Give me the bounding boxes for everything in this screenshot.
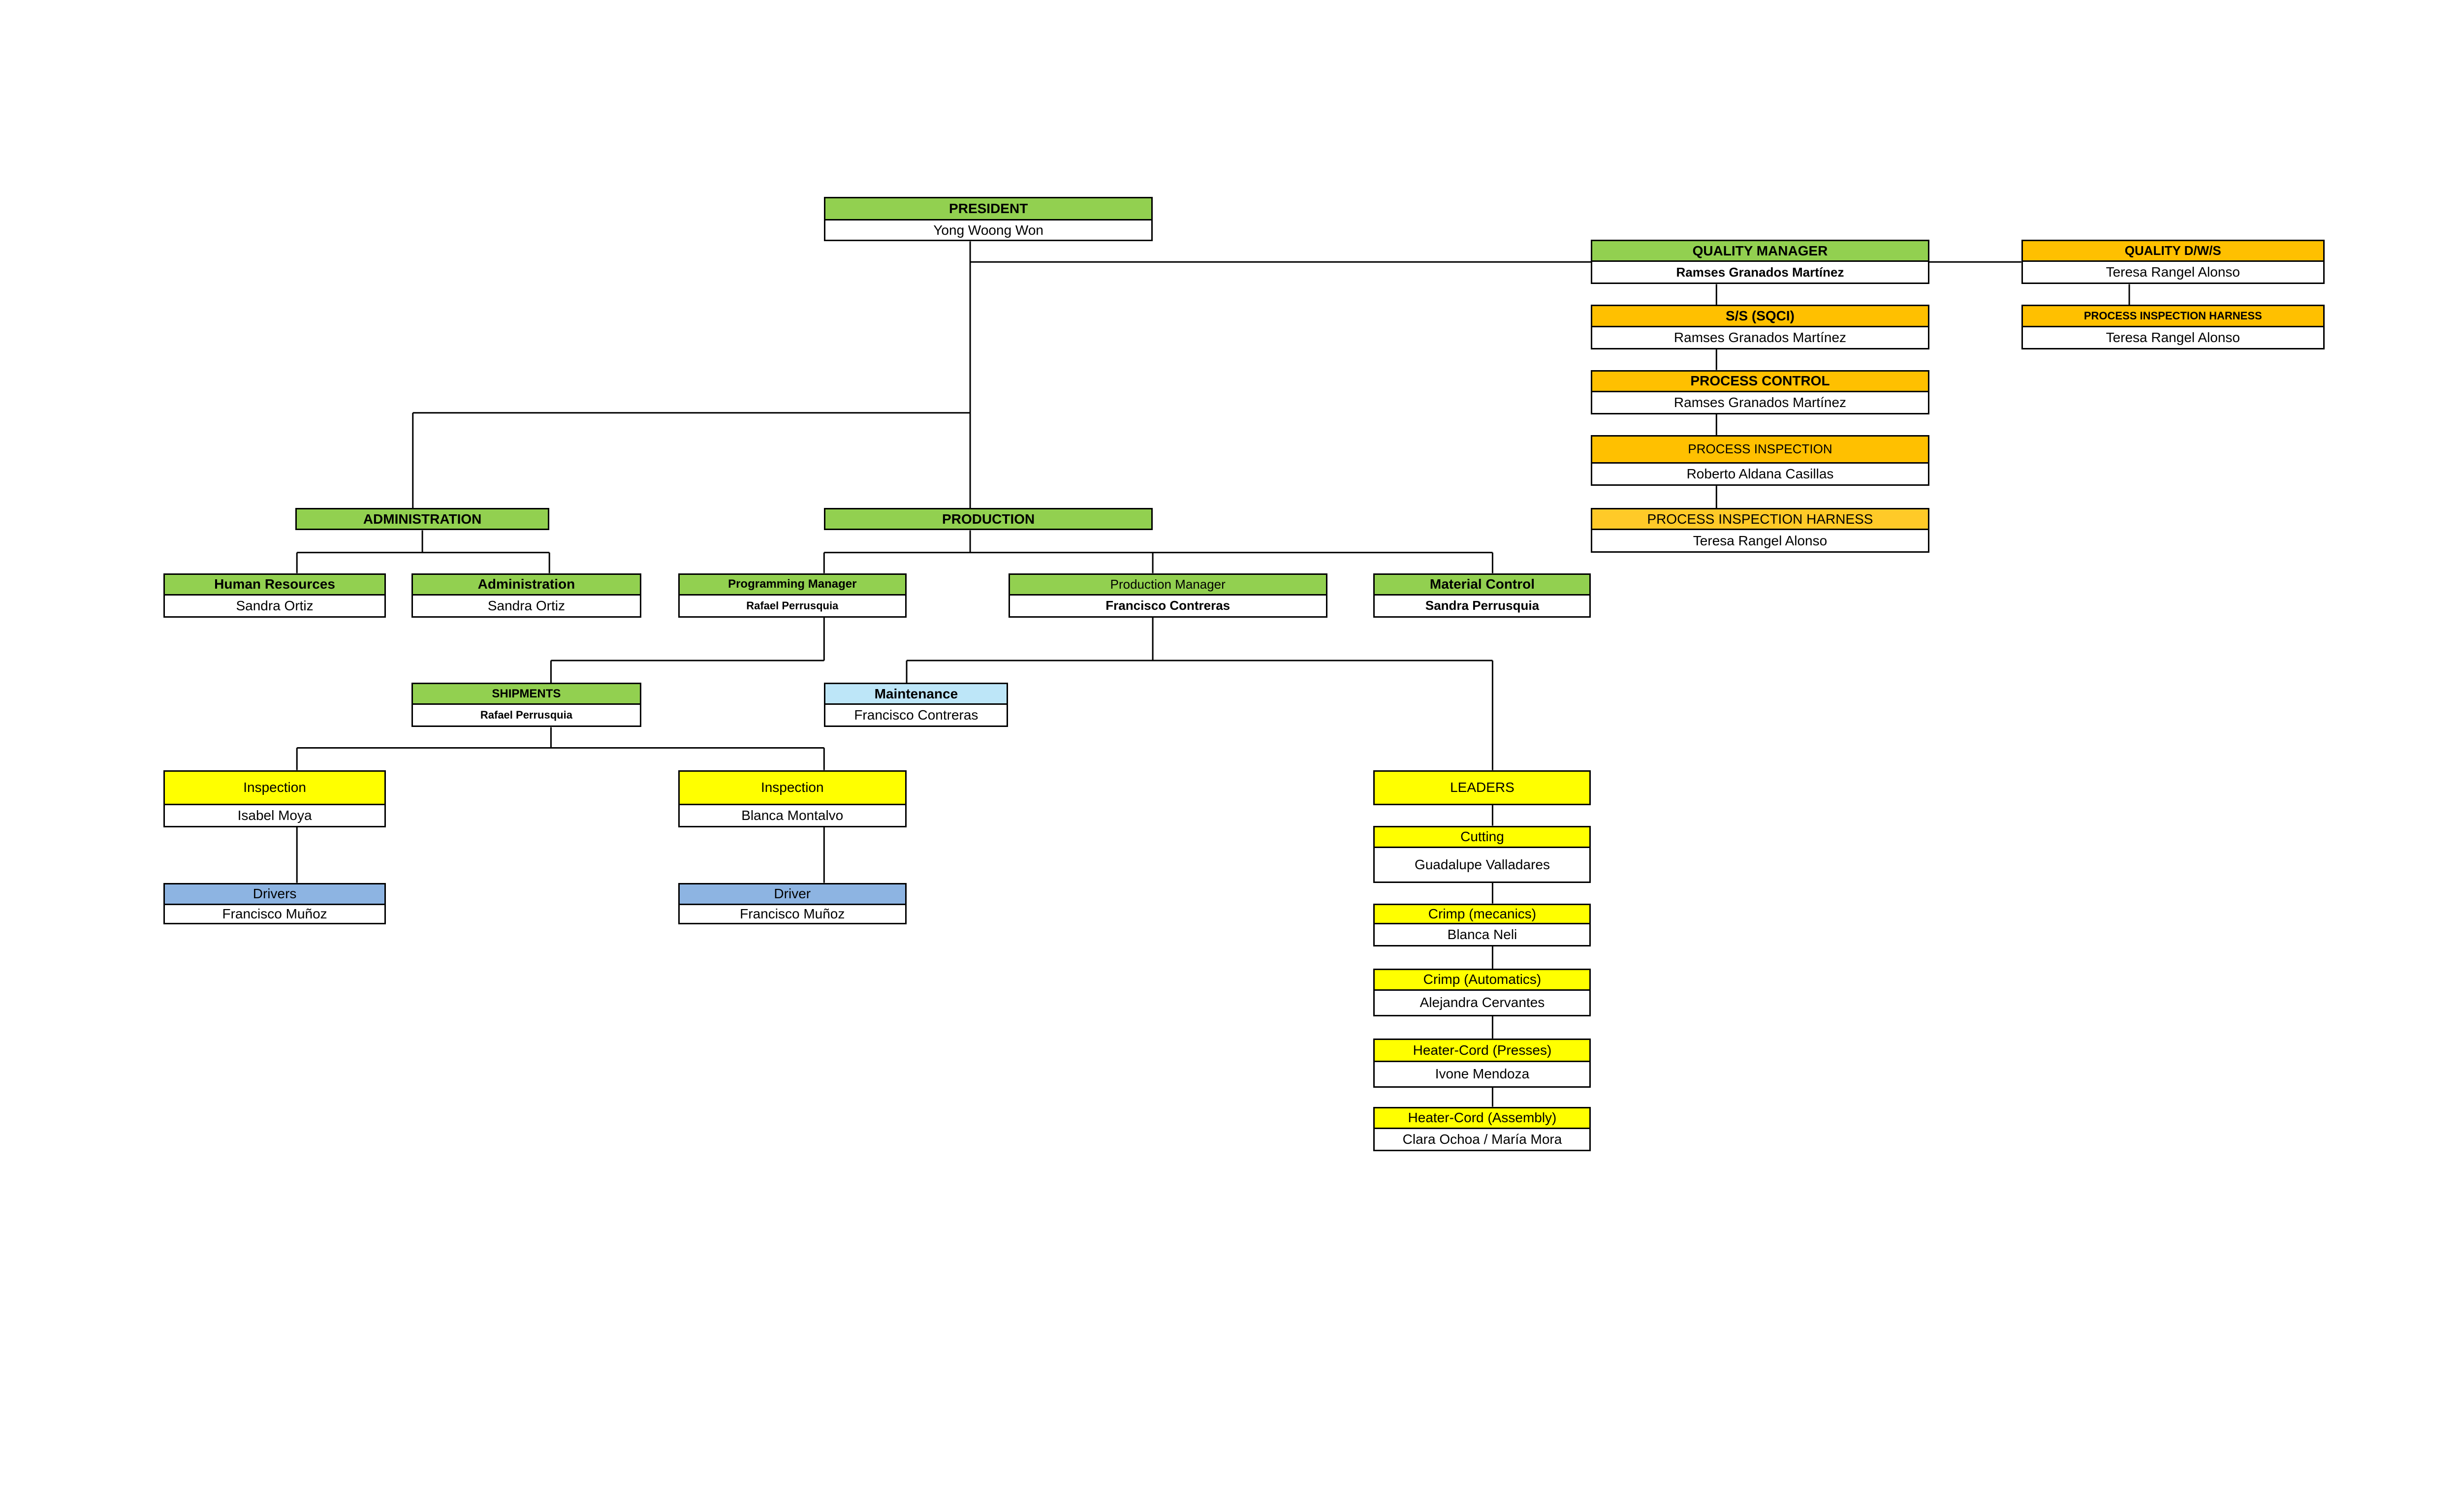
- node-title: Crimp (Automatics): [1373, 968, 1591, 991]
- node-ss-sqci: S/S (SQCI)Ramses Granados Martínez: [1591, 305, 1929, 349]
- node-person: Blanca Neli: [1373, 924, 1591, 946]
- node-title: Human Resources: [163, 573, 386, 596]
- node-title: Maintenance: [824, 683, 1009, 705]
- node-person: Clara Ochoa / María Mora: [1373, 1129, 1591, 1151]
- node-person: Rafael Perrusquia: [678, 595, 907, 618]
- node-person: Ramses Granados Martínez: [1591, 392, 1929, 414]
- node-title: Inspection: [678, 770, 907, 805]
- node-administration: ADMINISTRATION: [295, 508, 550, 531]
- node-person: Sandra Perrusquia: [1373, 595, 1591, 618]
- node-title: QUALITY D/W/S: [2021, 240, 2325, 262]
- node-leaders: LEADERS: [1373, 770, 1591, 805]
- node-title: SHIPMENTS: [411, 683, 642, 705]
- node-title: PROCESS INSPECTION HARNESS: [1591, 508, 1929, 531]
- node-person: Rafael Perrusquia: [411, 705, 642, 727]
- node-title: Heater-Cord (Presses): [1373, 1038, 1591, 1063]
- node-person: Alejandra Cervantes: [1373, 991, 1591, 1016]
- node-title: Driver: [678, 882, 907, 905]
- node-title: ADMINISTRATION: [295, 508, 550, 531]
- node-person: Teresa Rangel Alonso: [2021, 262, 2325, 284]
- node-title: PROCESS CONTROL: [1591, 370, 1929, 392]
- node-person: Blanca Montalvo: [678, 805, 907, 827]
- node-crimp-automatics: Crimp (Automatics)Alejandra Cervantes: [1373, 968, 1591, 1016]
- node-person: Francisco Contreras: [824, 705, 1009, 727]
- node-person: Guadalupe Valladares: [1373, 848, 1591, 883]
- node-title: LEADERS: [1373, 770, 1591, 805]
- node-title: Crimp (mecanics): [1373, 903, 1591, 924]
- node-person: Ramses Granados Martínez: [1591, 327, 1929, 349]
- node-person: Sandra Ortiz: [163, 595, 386, 618]
- node-title: Cutting: [1373, 825, 1591, 848]
- node-title: QUALITY MANAGER: [1591, 240, 1929, 262]
- node-person: Isabel Moya: [163, 805, 386, 827]
- node-title: Heater-Cord (Assembly): [1373, 1106, 1591, 1129]
- node-title: PROCESS INSPECTION HARNESS: [2021, 305, 2325, 327]
- node-person: Teresa Rangel Alonso: [2021, 327, 2325, 349]
- node-title: PRESIDENT: [824, 197, 1153, 221]
- node-title: Administration: [411, 573, 642, 596]
- node-heater-presses: Heater-Cord (Presses)Ivone Mendoza: [1373, 1038, 1591, 1088]
- node-person: Roberto Aldana Casillas: [1591, 463, 1929, 486]
- node-production: PRODUCTION: [824, 508, 1153, 531]
- node-title: S/S (SQCI): [1591, 305, 1929, 327]
- node-person: Sandra Ortiz: [411, 595, 642, 618]
- node-title: Production Manager: [1008, 573, 1327, 596]
- node-title: PROCESS INSPECTION: [1591, 435, 1929, 464]
- node-person: Ivone Mendoza: [1373, 1062, 1591, 1088]
- node-person: Teresa Rangel Alonso: [1591, 530, 1929, 553]
- node-person: Francisco Muñoz: [678, 905, 907, 924]
- node-heater-assembly: Heater-Cord (Assembly)Clara Ochoa / Marí…: [1373, 1106, 1591, 1151]
- node-title: Programming Manager: [678, 573, 907, 596]
- node-title: PRODUCTION: [824, 508, 1153, 531]
- node-crimp-mecanics: Crimp (mecanics)Blanca Neli: [1373, 903, 1591, 946]
- node-person: Francisco Contreras: [1008, 595, 1327, 618]
- node-title: Drivers: [163, 882, 386, 905]
- node-title: Material Control: [1373, 573, 1591, 596]
- node-person: Ramses Granados Martínez: [1591, 262, 1929, 284]
- node-person: Francisco Muñoz: [163, 905, 386, 924]
- node-person: Yong Woong Won: [824, 220, 1153, 242]
- node-title: Inspection: [163, 770, 386, 805]
